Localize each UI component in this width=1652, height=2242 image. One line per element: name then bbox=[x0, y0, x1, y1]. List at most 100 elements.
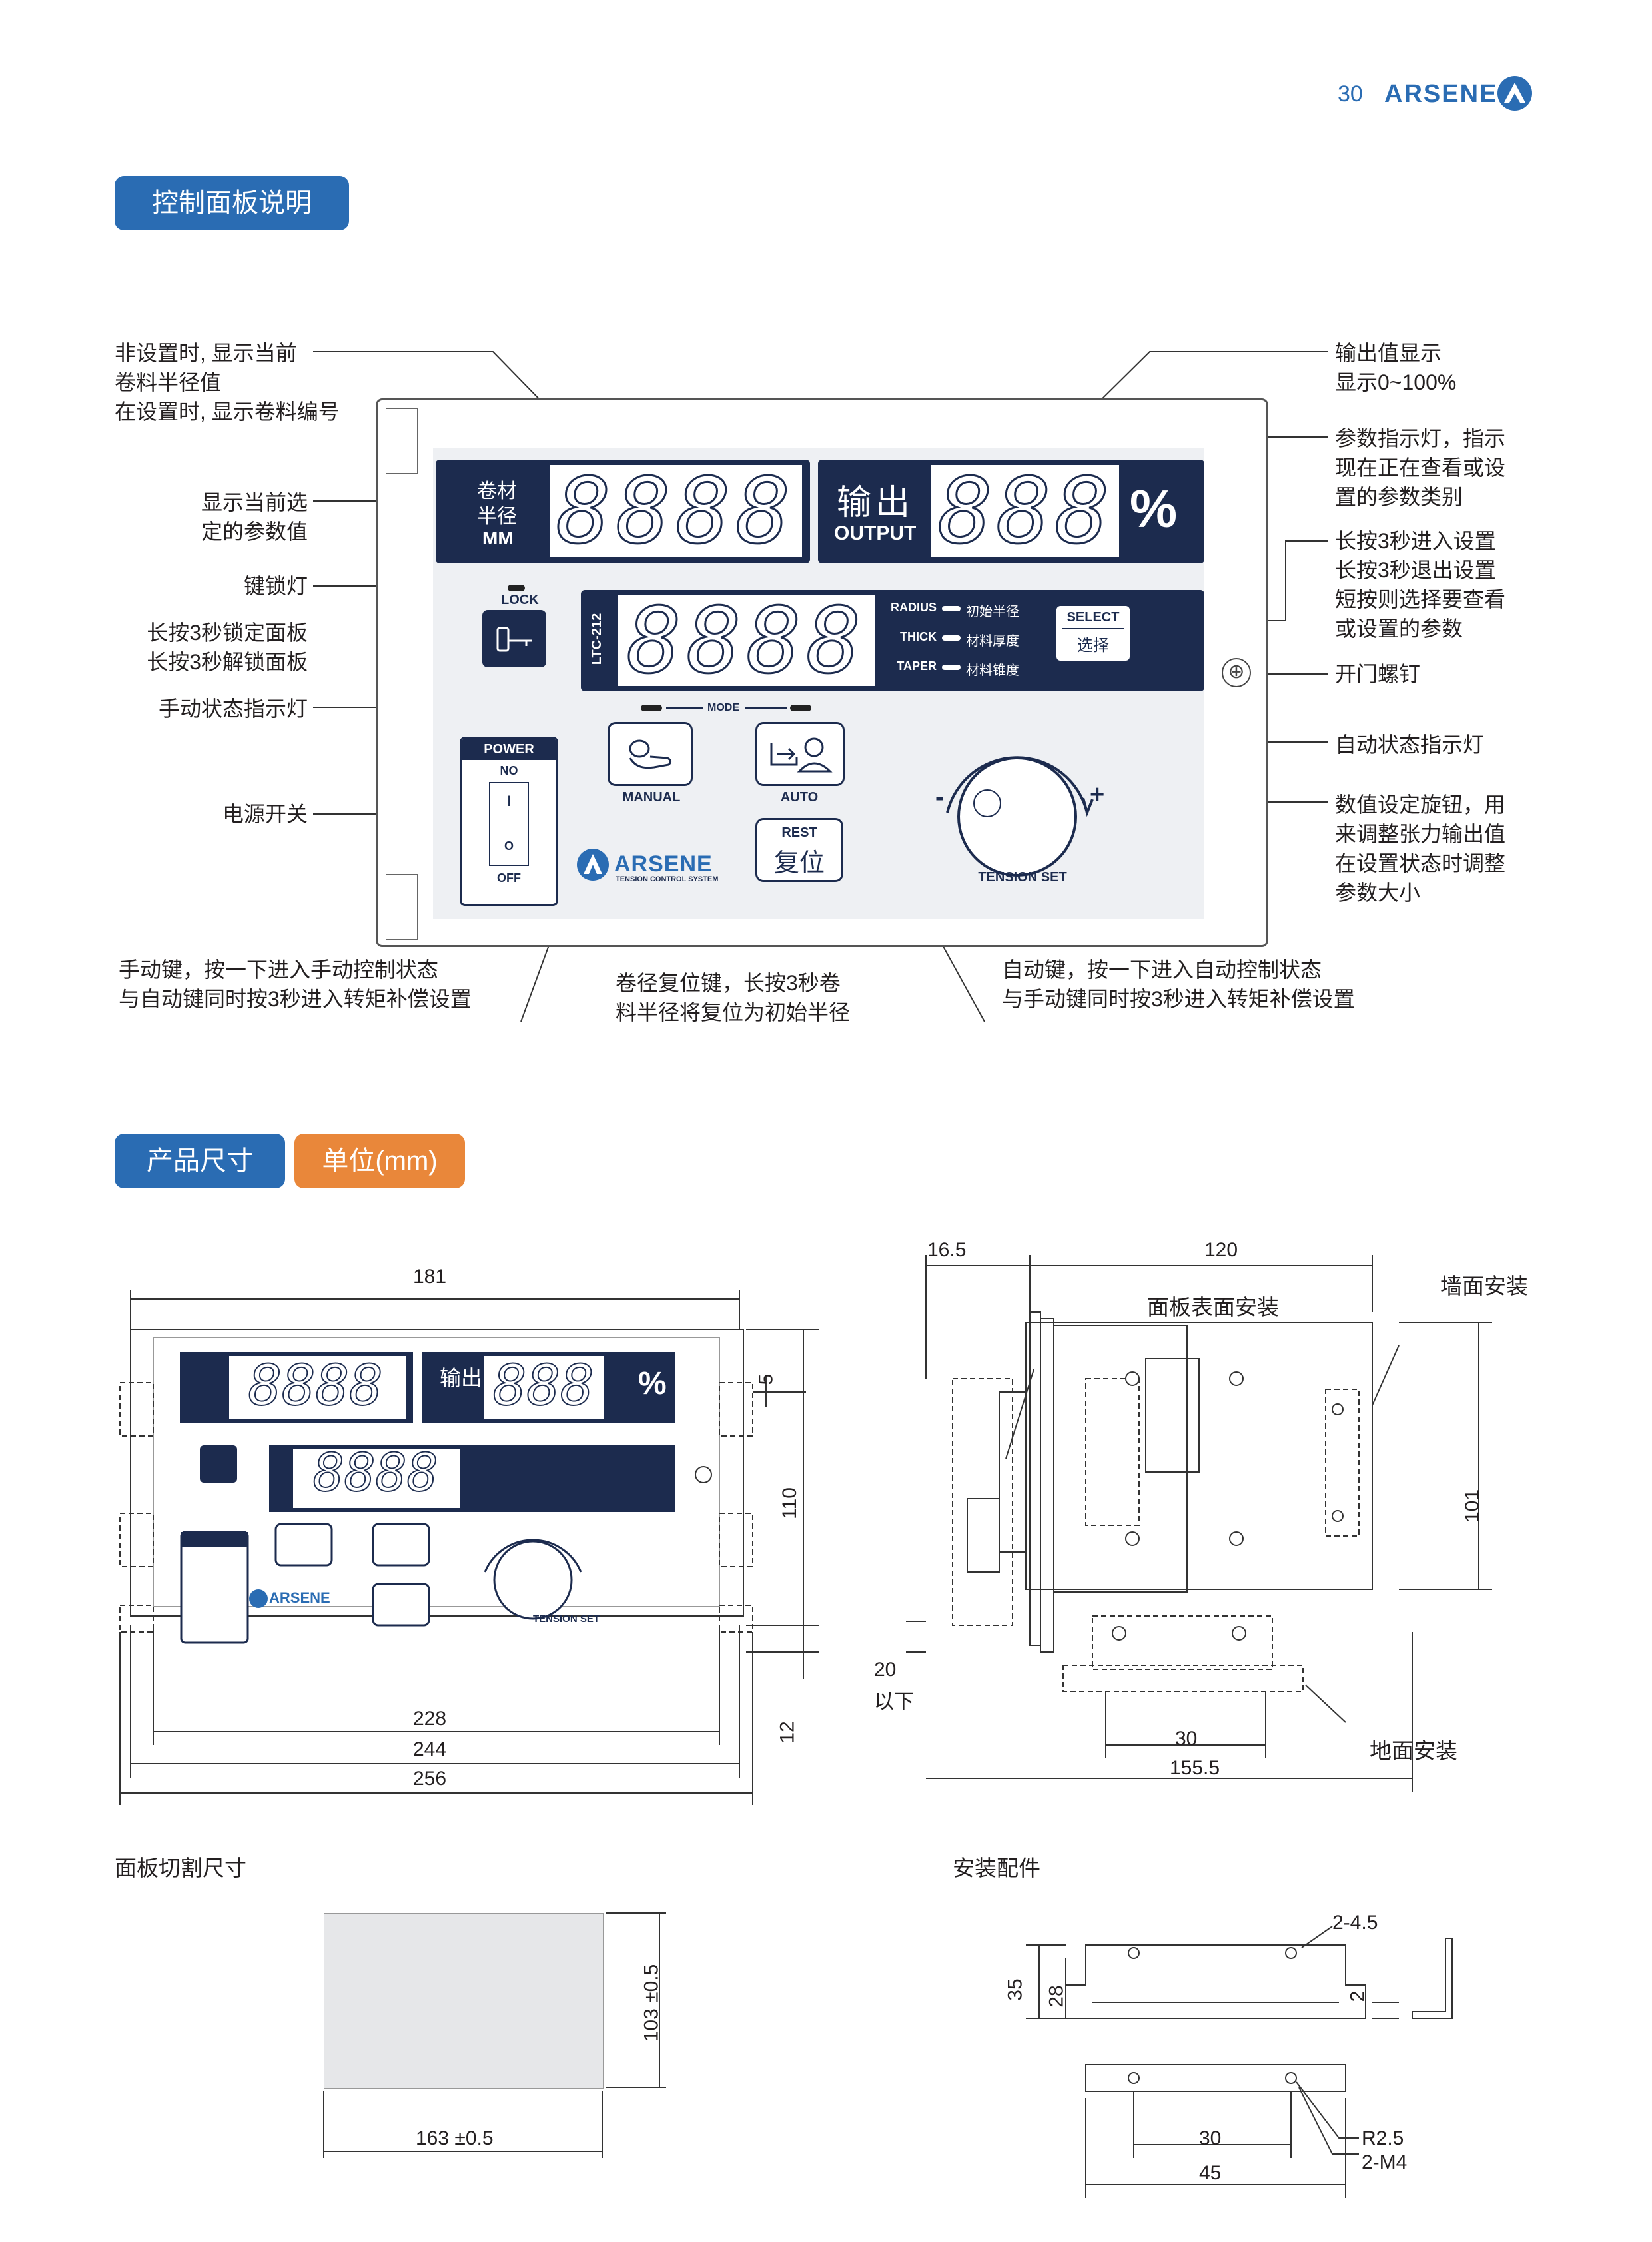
section-title-control-panel: 控制面板说明 bbox=[115, 176, 349, 230]
auto-label: AUTO bbox=[780, 790, 819, 805]
manual-label: MANUAL bbox=[622, 790, 681, 805]
lock-button[interactable] bbox=[482, 610, 546, 667]
label-wall-mount: 墙面安装 bbox=[1440, 1274, 1528, 1298]
acc-m4: 2-M4 bbox=[1362, 2151, 1408, 2173]
note-lock-key: 长按3秒锁定面板 长按3秒解锁面板 bbox=[147, 621, 308, 674]
param-en-taper: TAPER bbox=[897, 659, 937, 673]
param-lamp-thick bbox=[942, 635, 961, 641]
label-floor-mount: 地面安装 bbox=[1370, 1738, 1457, 1763]
param-en-radius: RADIUS bbox=[890, 601, 937, 614]
note-knob: 数值设定旋钮，用 来调整张力输出值 在设置状态时调整 参数大小 bbox=[1335, 793, 1506, 905]
mode-line-right bbox=[745, 707, 787, 709]
note-auto-key: 自动键，按一下进入自动控制状态 与手动键同时按3秒进入转矩补偿设置 bbox=[1002, 958, 1355, 1011]
accessory-drawing bbox=[1026, 1926, 1453, 2198]
select-en: SELECT bbox=[1066, 610, 1120, 625]
power-i: I bbox=[506, 793, 512, 809]
mode-line-left bbox=[666, 707, 703, 709]
note-param-value: 显示当前选 定的参数值 bbox=[201, 490, 308, 544]
cutout-width: 163 ±0.5 bbox=[416, 2127, 494, 2149]
note-radius-display: 非设置时, 显示当前 卷料半径值 在设置时, 显示卷料编号 bbox=[115, 341, 340, 424]
dim-20: 20 bbox=[874, 1659, 897, 1681]
rest-button[interactable]: REST 复位 bbox=[755, 818, 843, 882]
radius-lcd bbox=[550, 465, 802, 557]
cutout-dim-lines bbox=[323, 1912, 666, 2158]
note-manual-key: 手动键，按一下进入手动控制状态 与自动键同时按3秒进入转矩补偿设置 bbox=[119, 958, 472, 1011]
cutout-title: 面板切割尺寸 bbox=[115, 1856, 246, 1880]
param-row-radius: RADIUS 初始半径 bbox=[886, 599, 1046, 621]
note-output-display: 输出值显示 显示0~100% bbox=[1335, 341, 1457, 394]
panel-hinge-left-bottom bbox=[386, 874, 418, 940]
accessory-title: 安装配件 bbox=[953, 1856, 1040, 1880]
dim-101: 101 bbox=[1461, 1489, 1484, 1523]
front-brand: ARSENE bbox=[269, 1589, 330, 1606]
front-param-digits: 8888 bbox=[312, 1443, 439, 1504]
param-digits: 8888 bbox=[626, 589, 867, 694]
param-lamp-radius bbox=[942, 606, 961, 611]
power-off-label: OFF bbox=[497, 871, 521, 885]
output-label-en: OUTPUT bbox=[834, 522, 917, 544]
power-on-label: NO bbox=[500, 764, 518, 777]
auto-person-icon bbox=[770, 737, 833, 773]
front-tension-set: TENSION SET bbox=[532, 1613, 600, 1625]
acc-w30: 30 bbox=[1199, 2127, 1222, 2149]
manual-button[interactable] bbox=[608, 722, 693, 786]
panel-brand: ARSENE bbox=[614, 851, 713, 877]
param-row-taper: TAPER 材料锥度 bbox=[886, 658, 1046, 679]
door-screw-icon[interactable]: ⊕ bbox=[1222, 658, 1251, 687]
hand-icon bbox=[629, 739, 672, 769]
lock-lamp bbox=[508, 585, 525, 591]
page-number: 30 bbox=[1338, 81, 1363, 107]
power-switch[interactable]: POWER NO I O OFF bbox=[460, 737, 558, 906]
output-label-cn: 输出 bbox=[837, 484, 915, 522]
power-label: POWER bbox=[462, 739, 556, 760]
dim-110: 110 bbox=[778, 1487, 801, 1519]
output-digits: 888 bbox=[937, 459, 1114, 564]
panel-brand-logo-icon bbox=[577, 849, 609, 881]
param-cn-taper: 材料锥度 bbox=[966, 663, 1019, 678]
model-label: LTC-212 bbox=[590, 613, 605, 665]
mode-label: MODE bbox=[707, 702, 739, 713]
dim-5: 5 bbox=[755, 1373, 777, 1385]
dim-below: 以下 bbox=[874, 1691, 914, 1713]
acc-w45: 45 bbox=[1199, 2162, 1222, 2184]
note-param-lamp: 参数指示灯，指示 现在正在查看或设 置的参数类别 bbox=[1335, 426, 1506, 509]
side-view-drawing bbox=[906, 1255, 1492, 1792]
key-icon bbox=[496, 627, 532, 652]
param-cn-radius: 初始半径 bbox=[966, 605, 1019, 619]
power-o: O bbox=[504, 839, 514, 853]
dim-30-side: 30 bbox=[1175, 1728, 1198, 1750]
percent-sign: % bbox=[1130, 479, 1178, 538]
output-lcd bbox=[931, 465, 1119, 557]
dim-12: 12 bbox=[776, 1721, 799, 1744]
dim-155-5: 155.5 bbox=[1170, 1757, 1220, 1779]
tension-set-label: TENSION SET bbox=[978, 870, 1067, 885]
note-door-screw: 开门螺钉 bbox=[1335, 662, 1421, 686]
front-output-digits: 888 bbox=[492, 1352, 595, 1419]
select-button[interactable]: SELECT 选择 bbox=[1056, 606, 1130, 661]
note-auto-lamp: 自动状态指示灯 bbox=[1335, 733, 1485, 757]
param-lamp-taper bbox=[942, 665, 961, 670]
dim-228: 228 bbox=[413, 1708, 447, 1730]
cutout-height: 103 ±0.5 bbox=[640, 1964, 663, 2042]
note-lock-lamp: 键锁灯 bbox=[243, 574, 308, 598]
auto-lamp bbox=[790, 705, 811, 711]
auto-button[interactable] bbox=[755, 722, 845, 786]
acc-r2-5: R2.5 bbox=[1362, 2127, 1404, 2149]
front-percent: % bbox=[638, 1366, 667, 1401]
dim-181: 181 bbox=[413, 1266, 447, 1288]
lock-label: LOCK bbox=[501, 593, 539, 607]
front-radius-digits: 8888 bbox=[248, 1352, 384, 1419]
select-cn: 选择 bbox=[1077, 637, 1109, 655]
knob-plus: + bbox=[1090, 781, 1105, 809]
acc-t2: 2 bbox=[1346, 1990, 1369, 2002]
rest-cn: 复位 bbox=[773, 849, 825, 877]
front-output-cn: 输出 bbox=[440, 1366, 483, 1390]
panel-brand-sub: TENSION CONTROL SYSTEM bbox=[616, 875, 719, 883]
acc-h35: 35 bbox=[1004, 1978, 1027, 2001]
acc-h28: 28 bbox=[1045, 1985, 1068, 2008]
knob-minus: - bbox=[935, 783, 944, 811]
front-view-drawing bbox=[119, 1290, 819, 1805]
unit-tag: 单位(mm) bbox=[294, 1134, 465, 1188]
tension-knob[interactable] bbox=[921, 713, 1114, 879]
dim-120: 120 bbox=[1204, 1239, 1238, 1261]
